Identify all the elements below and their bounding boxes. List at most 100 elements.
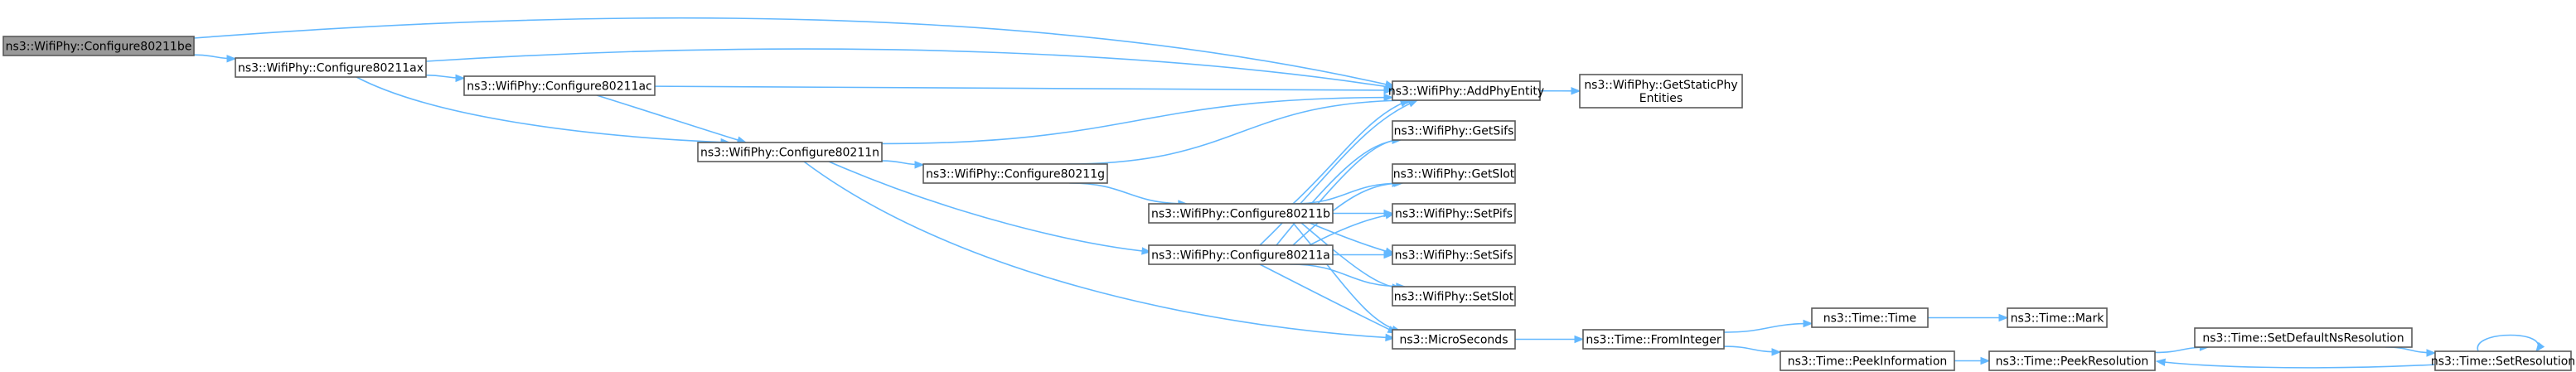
node-box[interactable] (1779, 350, 1955, 371)
edge-line (425, 48, 1395, 89)
call-edge-cfg_a-to-set_slot (1290, 263, 1407, 291)
node-box[interactable] (1392, 203, 1516, 224)
node-cfg-ax[interactable]: ns3::WifiPhy::Configure80211ax (235, 57, 427, 78)
node-label: ns3::WifiPhy::GetSifs (1394, 125, 1514, 138)
node-box[interactable] (1392, 286, 1516, 307)
call-edge-cfg_n-to-cfg_a (828, 161, 1152, 255)
node-cfg-ac[interactable]: ns3::WifiPhy::Configure80211ac (463, 75, 656, 96)
call-edge-cfg_a-to-set_sifs (1332, 250, 1394, 259)
node-time[interactable]: ns3::Time::Time (1811, 307, 1929, 328)
arrow-head-icon (1998, 313, 2009, 322)
node-label: Entities (1639, 92, 1683, 105)
node-box[interactable] (1392, 244, 1516, 265)
node-box[interactable] (1811, 307, 1929, 328)
node-label: ns3::WifiPhy::SetPifs (1395, 208, 1513, 221)
arrow-head-icon (1980, 356, 1991, 365)
node-peek-res[interactable]: ns3::Time::PeekResolution (1988, 350, 2156, 371)
node-set-slot[interactable]: ns3::WifiPhy::SetSlot (1392, 286, 1516, 307)
call-edge-cfg_g-to-add_phy (1067, 96, 1416, 165)
node-from-int[interactable]: ns3::Time::FromInteger (1582, 329, 1725, 350)
edge-line (596, 94, 747, 143)
arrow-head-icon (1141, 247, 1152, 255)
node-cfg-be[interactable]: ns3::WifiPhy::Configure80211be (2, 36, 195, 56)
arrow-head-icon (455, 74, 466, 83)
arrow-head-icon (226, 55, 237, 63)
node-box[interactable] (2194, 327, 2413, 348)
node-box[interactable] (1579, 74, 1743, 109)
node-box[interactable] (2007, 307, 2108, 328)
node-cfg-g[interactable]: ns3::WifiPhy::Configure80211g (922, 163, 1108, 184)
node-box[interactable] (697, 142, 883, 162)
arrow-head-icon (2535, 341, 2545, 353)
node-label: ns3::Time::PeekResolution (1996, 355, 2149, 369)
call-edge-cfg_ax-to-cfg_ac (425, 74, 466, 83)
call-graph-edges (193, 17, 2545, 369)
node-box[interactable] (2, 36, 195, 56)
node-box[interactable] (1582, 329, 1725, 350)
edge-line (1259, 263, 1397, 334)
node-cfg-b[interactable]: ns3::WifiPhy::Configure80211b (1148, 203, 1334, 224)
arrow-head-icon (1803, 319, 1813, 328)
arrow-head-icon (1574, 335, 1585, 344)
edge-line (1292, 222, 1402, 332)
call-edge-cfg_a-to-micro (1259, 263, 1398, 334)
node-label: ns3::WifiPhy::Configure80211g (926, 168, 1105, 181)
node-label: ns3::Time::Time (1823, 312, 1916, 326)
node-micro[interactable]: ns3::MicroSeconds (1392, 329, 1516, 350)
node-set-default[interactable]: ns3::Time::SetDefaultNsResolution (2194, 327, 2413, 348)
call-edge-cfg_b-to-micro (1292, 222, 1402, 334)
call-edge-cfg_n-to-add_phy (881, 93, 1394, 145)
node-mark[interactable]: ns3::Time::Mark (2007, 307, 2108, 328)
node-get-sifs[interactable]: ns3::WifiPhy::GetSifs (1392, 120, 1516, 141)
node-label: ns3::WifiPhy::GetSlot (1393, 168, 1515, 181)
edge-line (881, 96, 1393, 145)
call-edge-micro-to-from_int (1514, 335, 1585, 344)
arrow-head-icon (1383, 93, 1394, 102)
node-set-pifs[interactable]: ns3::WifiPhy::SetPifs (1392, 203, 1516, 224)
node-label: ns3::Time::PeekInformation (1788, 355, 1948, 369)
node-cfg-n[interactable]: ns3::WifiPhy::Configure80211n (697, 142, 883, 162)
call-edge-cfg_n-to-cfg_g (881, 160, 925, 169)
call-edge-set_default-to-set_res (2385, 346, 2437, 357)
node-label: ns3::WifiPhy::AddPhyEntity (1388, 85, 1544, 99)
edge-line (1067, 99, 1415, 165)
node-box[interactable] (922, 163, 1108, 184)
node-label: ns3::WifiPhy::GetStaticPhy (1584, 79, 1737, 92)
node-set-res[interactable]: ns3::Time::SetResolution (2431, 350, 2575, 371)
node-box[interactable] (1392, 120, 1516, 141)
call-edge-from_int-to-time (1723, 319, 1813, 333)
call-edge-cfg_ac-to-cfg_n (596, 94, 748, 144)
node-box[interactable] (1392, 80, 1541, 101)
node-box[interactable] (1148, 203, 1334, 224)
node-label: ns3::Time::FromInteger (1586, 334, 1721, 347)
node-box[interactable] (1148, 244, 1334, 265)
node-cfg-a[interactable]: ns3::WifiPhy::Configure80211a (1148, 244, 1334, 265)
edge-line (1723, 322, 1813, 333)
call-edge-cfg_ac-to-add_phy (654, 85, 1394, 94)
call-edge-time-to-mark (1927, 313, 2009, 322)
node-label: ns3::WifiPhy::Configure80211be (6, 41, 192, 54)
call-edge-cfg_be-to-cfg_ax (193, 54, 237, 63)
edge-line (1291, 182, 1403, 205)
node-peek-info[interactable]: ns3::Time::PeekInformation (1779, 350, 1955, 371)
call-edge-peek_info-to-peek_res (1954, 356, 1991, 365)
node-box[interactable] (1392, 329, 1516, 350)
node-box[interactable] (1392, 163, 1516, 184)
edge-line (356, 76, 730, 143)
edge-line (193, 17, 1395, 87)
call-edge-cfg_a-to-get_sifs (1276, 136, 1402, 246)
node-box[interactable] (2434, 350, 2572, 371)
arrow-head-icon (1571, 87, 1581, 95)
node-label: ns3::Time::Mark (2011, 312, 2105, 326)
node-add-phy[interactable]: ns3::WifiPhy::AddPhyEntity (1388, 80, 1544, 101)
call-edge-from_int-to-peek_info (1723, 345, 1782, 356)
arrow-head-icon (1383, 86, 1394, 94)
edge-line (654, 85, 1393, 91)
node-get-slot[interactable]: ns3::WifiPhy::GetSlot (1392, 163, 1516, 184)
edge-line (803, 161, 1395, 339)
node-box[interactable] (235, 57, 427, 78)
node-box[interactable] (463, 75, 656, 96)
node-box[interactable] (1988, 350, 2156, 371)
node-set-sifs[interactable]: ns3::WifiPhy::SetSifs (1392, 244, 1516, 265)
